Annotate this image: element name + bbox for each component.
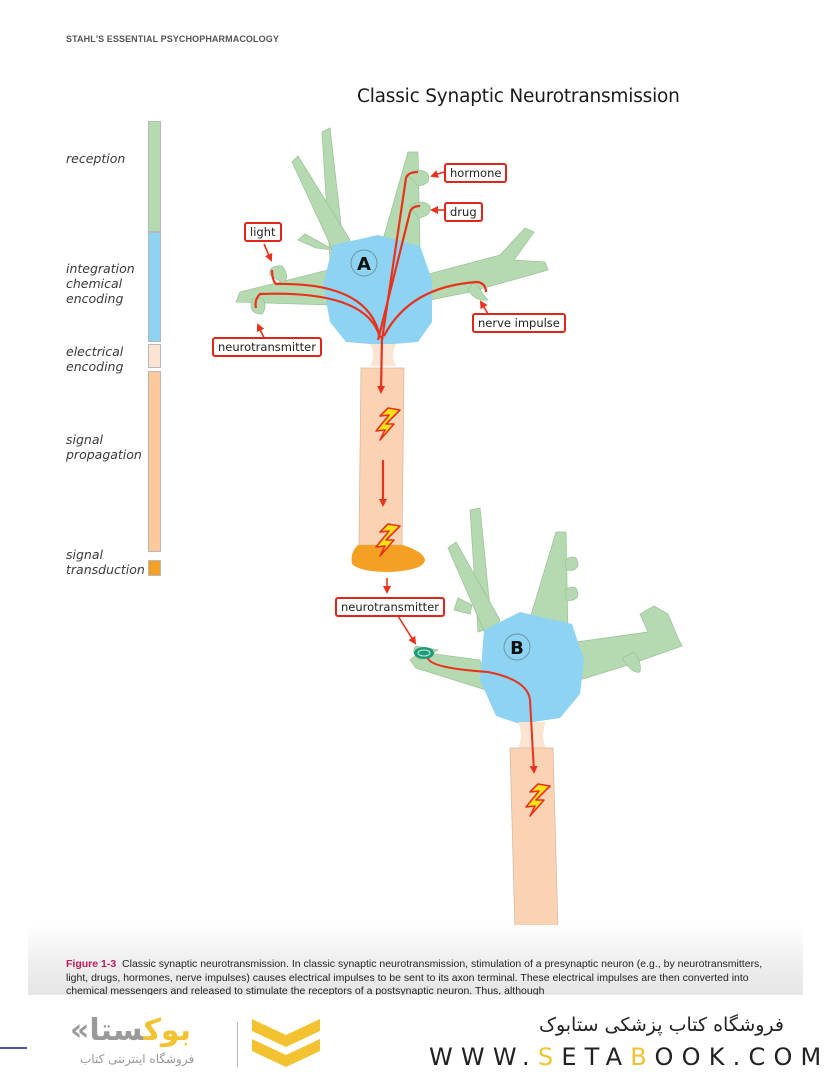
stage-bar-reception — [148, 121, 161, 232]
url-part-accent: S — [537, 1043, 562, 1071]
lightning-bolt-icon — [375, 407, 401, 441]
neuron-a-soma — [323, 235, 432, 345]
figure-number: Figure 1-3 — [66, 958, 117, 970]
neurotransmission-diagram: A — [235, 127, 683, 952]
neuron-a: A — [235, 127, 549, 572]
stage-label-line: integration — [66, 261, 135, 276]
stage-bar-integration — [148, 232, 161, 342]
logo-accent-text: بوک — [143, 1013, 192, 1048]
callout-nerve-impulse: nerve impulse — [472, 313, 566, 333]
caption-band — [28, 925, 803, 995]
stage-label-signal-transduction: signal transduction — [66, 547, 145, 577]
logo-divider — [237, 1022, 238, 1067]
store-tagline: فروشگاه کتاب پزشکی ستابوک — [538, 1014, 784, 1036]
neuron-a-axon-terminal — [351, 545, 425, 572]
stage-bar-signal-transduction — [148, 560, 161, 576]
callout-light: light — [244, 222, 282, 242]
stage-label-line: encoding — [66, 359, 124, 374]
callout-pointers — [256, 170, 489, 645]
stage-label-line: propagation — [66, 447, 142, 462]
store-url: WWW.SETABOOK.COM — [429, 1043, 829, 1071]
neuron-a-axon — [358, 367, 405, 546]
stage-label-reception: reception — [66, 151, 126, 166]
stage-label-electrical-encoding: electrical encoding — [66, 344, 123, 374]
callout-hormone: hormone — [444, 163, 508, 183]
logo-subtitle: فروشگاه اینترنتی کتاب — [80, 1052, 195, 1066]
stage-label-line: electrical — [66, 344, 124, 359]
lightning-bolt-icon — [375, 523, 401, 557]
footer — [0, 995, 830, 1080]
stage-label-line: signal — [66, 547, 103, 562]
neuron-b: B — [409, 507, 683, 952]
url-part-accent: B — [630, 1043, 655, 1071]
logo-chevron-icon: « — [70, 1013, 90, 1048]
figure-title: Classic Synaptic Neurotransmission — [357, 86, 680, 107]
receptor-icon — [414, 647, 434, 659]
url-part: ETA — [561, 1043, 631, 1071]
store-logo-wordmark: « بوکستا — [70, 1013, 192, 1048]
footer-accent-line — [0, 1047, 27, 1049]
stage-label-line: chemical — [66, 276, 123, 291]
url-part: WWW. — [429, 1043, 538, 1071]
callout-released-neurotransmitter: neurotransmitter — [335, 597, 445, 617]
neuron-a-signal-paths — [254, 170, 488, 507]
url-part: OOK.COM — [654, 1043, 830, 1071]
logo-gray-text: ستا — [89, 1013, 144, 1048]
stage-bar-signal-propagation — [148, 371, 161, 552]
lightning-bolt-icon — [525, 783, 551, 817]
stage-label-signal-propagation: signal propagation — [66, 432, 142, 462]
neuron-b-marker-ring — [503, 633, 531, 661]
neuron-a-axon-hillock — [370, 344, 396, 366]
neuron-b-axon — [509, 747, 559, 931]
neuron-a-marker-ring — [350, 249, 378, 277]
stage-label-integration: integration chemical encoding — [66, 261, 135, 306]
figure-caption: Figure 1-3 Classic synaptic neurotransmi… — [66, 958, 786, 996]
neuron-a-marker: A — [357, 254, 371, 275]
store-logo-icon — [252, 1019, 320, 1067]
stage-bar-electrical-encoding — [148, 344, 161, 368]
neuron-b-marker: B — [510, 638, 524, 659]
callout-neurotransmitter: neurotransmitter — [212, 337, 322, 357]
stage-label-line: transduction — [66, 562, 145, 577]
neuron-b-signal-path — [427, 657, 538, 774]
stage-label-line: signal — [66, 432, 103, 447]
neuron-b-soma — [480, 612, 584, 724]
caption-text: Classic synaptic neurotransmission. In c… — [66, 958, 763, 996]
callout-drug: drug — [444, 202, 483, 222]
running-head: STAHL'S ESSENTIAL PSYCHOPHARMACOLOGY — [66, 34, 279, 44]
stage-label-line: encoding — [66, 291, 124, 306]
